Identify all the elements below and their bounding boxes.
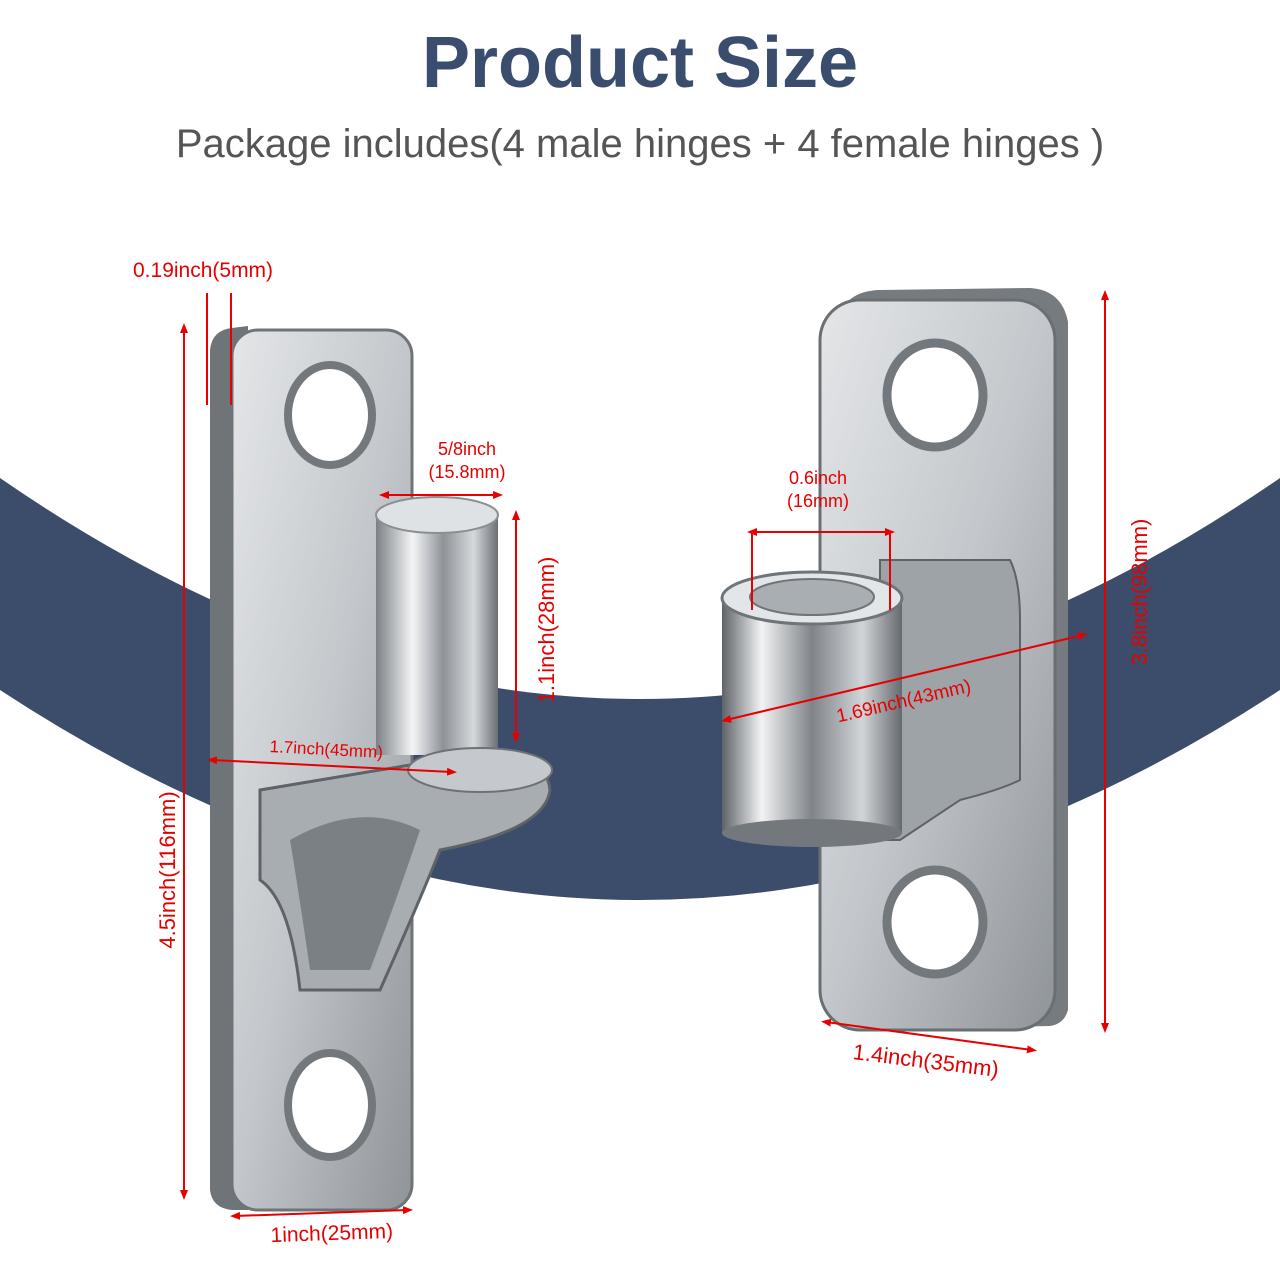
- male-thickness-label: 0.19inch(5mm): [133, 259, 273, 282]
- male-width-label: 1inch(25mm): [270, 1220, 393, 1247]
- female-dimension-lines: [721, 290, 1109, 1054]
- female-bore-inch-label: 0.6inch: [789, 468, 847, 488]
- female-length-label: 3.8inch(98mm): [1127, 519, 1152, 666]
- male-length-label: 4.5inch(116mm): [155, 791, 180, 948]
- male-pin-height-label: 1.1inch(28mm): [534, 557, 559, 704]
- female-width-label: 1.4inch(35mm): [852, 1039, 1001, 1082]
- page-subtitle: Package includes(4 male hinges + 4 femal…: [175, 122, 1105, 166]
- female-hinge: [720, 288, 1068, 1032]
- female-bore-mm-label: (16mm): [787, 491, 849, 511]
- male-dimension-lines: [180, 293, 520, 1220]
- male-pin-diameter-inch-label: 5/8inch: [438, 439, 496, 459]
- male-pin-diameter-mm-label: (15.8mm): [428, 462, 505, 482]
- page-title: Product Size: [421, 23, 859, 103]
